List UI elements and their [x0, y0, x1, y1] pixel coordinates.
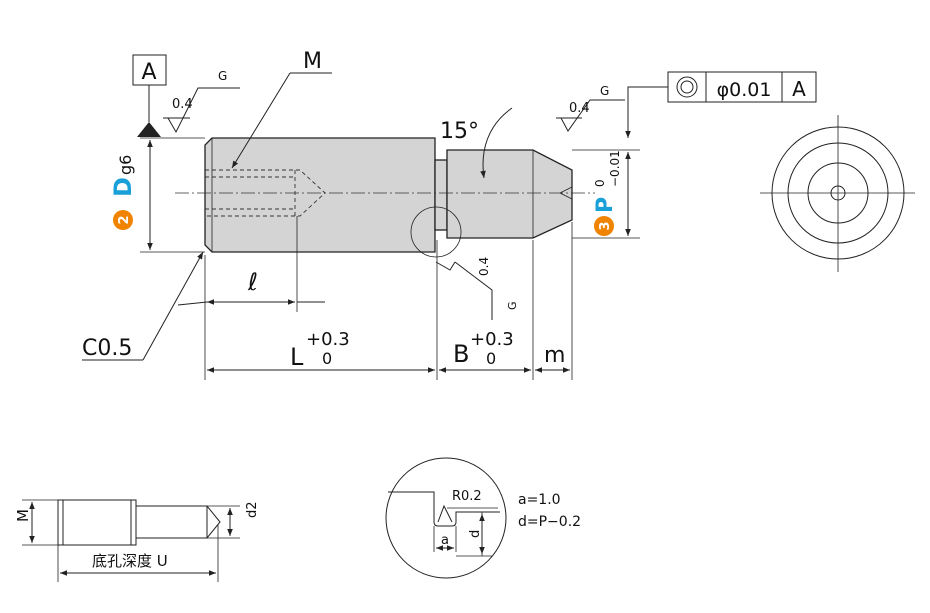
roughness-groove-value: 0.4: [477, 257, 491, 276]
tol-value: φ0.01: [717, 79, 772, 101]
L-letter: L: [290, 343, 304, 371]
dim-L: L +0.3 0: [207, 329, 435, 373]
dim-pilot: 3 P 0 −0.01: [572, 149, 640, 239]
dia-marker-badge: [113, 210, 133, 230]
ell-label: ℓ: [247, 268, 258, 296]
L-tol-upper: +0.3: [306, 329, 350, 350]
dim-diameter: 2 D g6: [109, 137, 205, 253]
tol-datum: A: [792, 77, 806, 101]
dim-m: m: [535, 343, 570, 373]
roughness-right-grade: G: [600, 84, 609, 98]
detail-groove: R0.2 a d a=1.0 d=P−0.2: [385, 457, 581, 579]
detail-d-label: d: [468, 530, 483, 538]
detail-M-label: M: [14, 509, 32, 522]
roughness-left: 0.4 G: [163, 69, 240, 134]
detail-tapped-hole: M d2 底孔深度 U: [14, 499, 260, 582]
dia-marker-num: 2: [117, 215, 132, 224]
dia-letter: D: [109, 177, 137, 197]
B-letter: B: [453, 340, 469, 368]
concentricity-icon: [676, 76, 698, 98]
detail-a-label: a: [441, 533, 449, 548]
roughness-value: 0.4: [172, 97, 193, 112]
datum-a: A: [132, 54, 167, 137]
p-tol-upper: 0: [593, 179, 607, 187]
dia-fit: g6: [116, 155, 135, 175]
angle-callout: 15°: [440, 107, 513, 179]
roughness-symbol: [167, 87, 240, 134]
eq-d: d=P−0.2: [518, 514, 581, 530]
center-point: [559, 186, 573, 200]
datum-a-label: A: [141, 60, 156, 85]
datum-a-triangle: [137, 122, 161, 137]
p-letter: P: [593, 197, 618, 213]
angle-arc: [480, 107, 513, 179]
end-view: [760, 115, 915, 272]
detail-r-label: R0.2: [452, 489, 482, 504]
detail-depth-label: 底孔深度 U: [92, 552, 168, 570]
B-tol-upper: +0.3: [470, 329, 514, 350]
roughness-grade: G: [218, 69, 227, 83]
main-part-view: [175, 137, 595, 258]
eq-a: a=1.0: [518, 492, 561, 508]
p-marker-badge: [594, 216, 614, 236]
angle-label: 15°: [440, 119, 479, 144]
chamfer-label: C0.5: [82, 336, 132, 361]
roughness-groove-grade: G: [506, 301, 519, 310]
dim-B: B +0.3 0: [439, 329, 531, 373]
relief-groove: [434, 159, 448, 231]
m-letter: m: [544, 343, 565, 368]
B-tol-lower: 0: [486, 349, 496, 368]
tol-leader: [625, 86, 668, 138]
detail-d2-label: d2: [245, 501, 260, 518]
roughness-groove: 0.4 G: [435, 257, 519, 320]
thread-callout: M: [231, 49, 332, 169]
roughness-right: 0.4 G: [556, 84, 625, 132]
p-marker-num: 3: [598, 221, 613, 230]
thread-label: M: [303, 49, 322, 74]
roughness-right-value: 0.4: [569, 101, 590, 116]
p-tol-lower: −0.01: [608, 150, 622, 187]
chamfer-callout: C0.5: [82, 251, 208, 361]
pilot-section: [446, 149, 573, 239]
detail-circle: [410, 206, 462, 258]
L-tol-lower: 0: [322, 349, 332, 368]
dim-ell: ℓ: [207, 216, 325, 312]
tolerance-frame: φ0.01 A: [625, 71, 817, 138]
thread-leader: [231, 72, 291, 169]
